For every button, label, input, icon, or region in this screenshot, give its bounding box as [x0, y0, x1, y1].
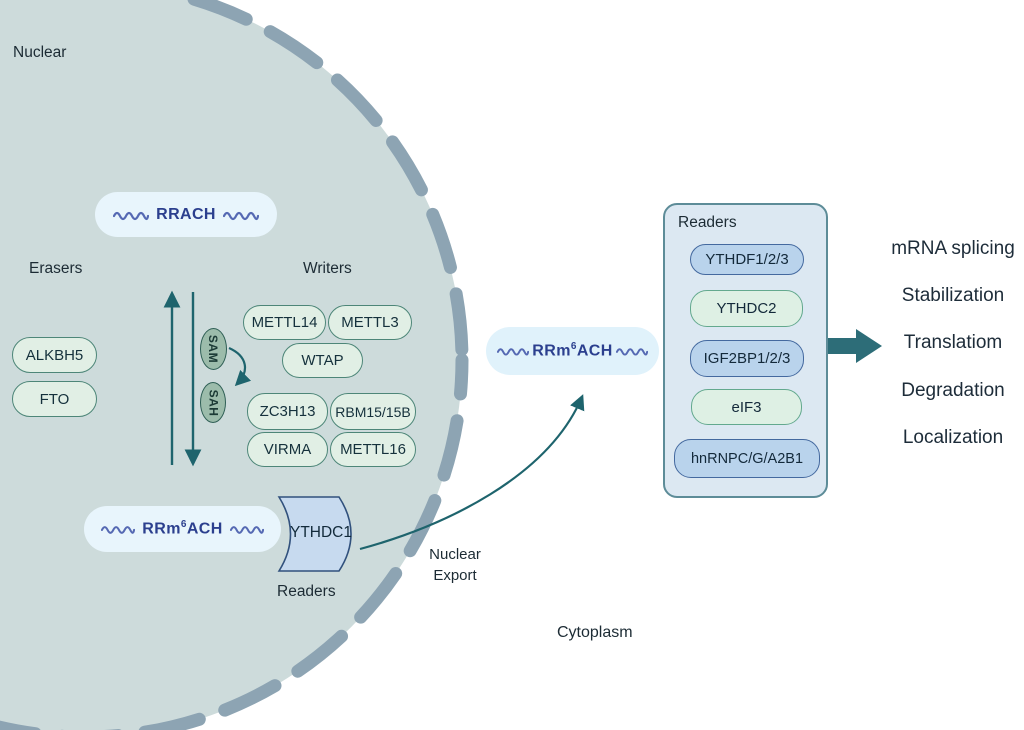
- nuclear-export-caption: Nuclear Export: [405, 544, 505, 586]
- sah-label: SAH: [206, 389, 220, 416]
- readers-panel: Readers YTHDF1/2/3 YTHDC2 IGF2BP1/2/3 eI…: [663, 203, 828, 498]
- eraser-pill-alkbh5: ALKBH5: [12, 337, 97, 373]
- outcome-translation: Translatiom: [903, 332, 1003, 353]
- writer-pill-rbm15: RBM15/15B: [330, 393, 416, 430]
- outcome-mrna-splicing: mRNA splicing: [891, 238, 1015, 259]
- writer-pill-mettl16: METTL16: [330, 432, 416, 467]
- sah-cofactor: SAH: [200, 382, 226, 423]
- sam-cofactor: SAM: [200, 328, 227, 370]
- writer-pill-mettl3: METTL3: [328, 305, 412, 340]
- m6a-suffix: ACH: [186, 520, 223, 538]
- rrach-label: RRACH: [156, 205, 216, 223]
- m6a-superscript: 6: [570, 341, 577, 353]
- erasers-title: Erasers: [29, 260, 83, 277]
- reader-pill-eif3: eIF3: [691, 389, 802, 425]
- reader-pill-ythdc2: YTHDC2: [690, 290, 803, 327]
- rna-wave-icon: [497, 348, 530, 356]
- sam-to-sah-arrow: [228, 346, 252, 387]
- outcome-degradation: Degradation: [901, 380, 1005, 401]
- writer-pill-zc3h13: ZC3H13: [247, 393, 328, 430]
- nucleus-label: Nuclear: [13, 44, 67, 61]
- nuclear-m6a-rna-pill: RRm6ACH: [84, 506, 281, 552]
- m6a-superscript: 6: [180, 519, 187, 531]
- nuclear-export-line2: Export: [433, 567, 477, 584]
- reader-pill-igf2bp: IGF2BP1/2/3: [690, 340, 804, 377]
- m6a-prefix: RRm: [142, 520, 181, 538]
- m6a-suffix: ACH: [576, 342, 613, 360]
- sam-label: SAM: [206, 334, 221, 364]
- m6a-site-label: RRm6ACH: [532, 341, 612, 360]
- rna-wave-icon: [101, 526, 136, 534]
- ythdc1-shape: [277, 496, 352, 572]
- eraser-pill-fto: FTO: [12, 381, 97, 417]
- outcome-stabilization: Stabilization: [901, 285, 1005, 306]
- outcome-localization: Localization: [902, 427, 1004, 448]
- writer-pill-mettl14: METTL14: [243, 305, 326, 340]
- reader-pill-hnrnp: hnRNPC/G/A2B1: [674, 439, 820, 478]
- rna-wave-icon: [615, 348, 648, 356]
- cytoplasm-label: Cytoplasm: [557, 624, 633, 641]
- rna-wave-icon: [229, 526, 264, 534]
- nuclear-export-line1: Nuclear: [429, 546, 481, 563]
- nuclear-membrane: [0, 0, 469, 730]
- ythdc1-label: YTHDC1: [289, 524, 352, 541]
- reader-pill-ythdf: YTHDF1/2/3: [690, 244, 804, 275]
- writer-pill-virma: VIRMA: [247, 432, 328, 467]
- writers-title: Writers: [303, 260, 352, 277]
- rrach-rna-pill: RRACH: [95, 192, 277, 237]
- rna-wave-icon: [222, 211, 259, 220]
- outcome-arrow-icon: [828, 329, 882, 363]
- nuclear-export-arrow: [359, 394, 585, 551]
- m6a-prefix: RRm: [532, 342, 571, 360]
- nuclear-readers-title: Readers: [277, 583, 336, 600]
- rna-wave-icon: [113, 211, 150, 220]
- writer-pill-wtap: WTAP: [282, 343, 363, 378]
- m6a-site-label: RRm6ACH: [142, 519, 222, 538]
- cytoplasmic-m6a-rna-pill: RRm6ACH: [486, 327, 659, 375]
- readers-panel-title: Readers: [678, 214, 737, 231]
